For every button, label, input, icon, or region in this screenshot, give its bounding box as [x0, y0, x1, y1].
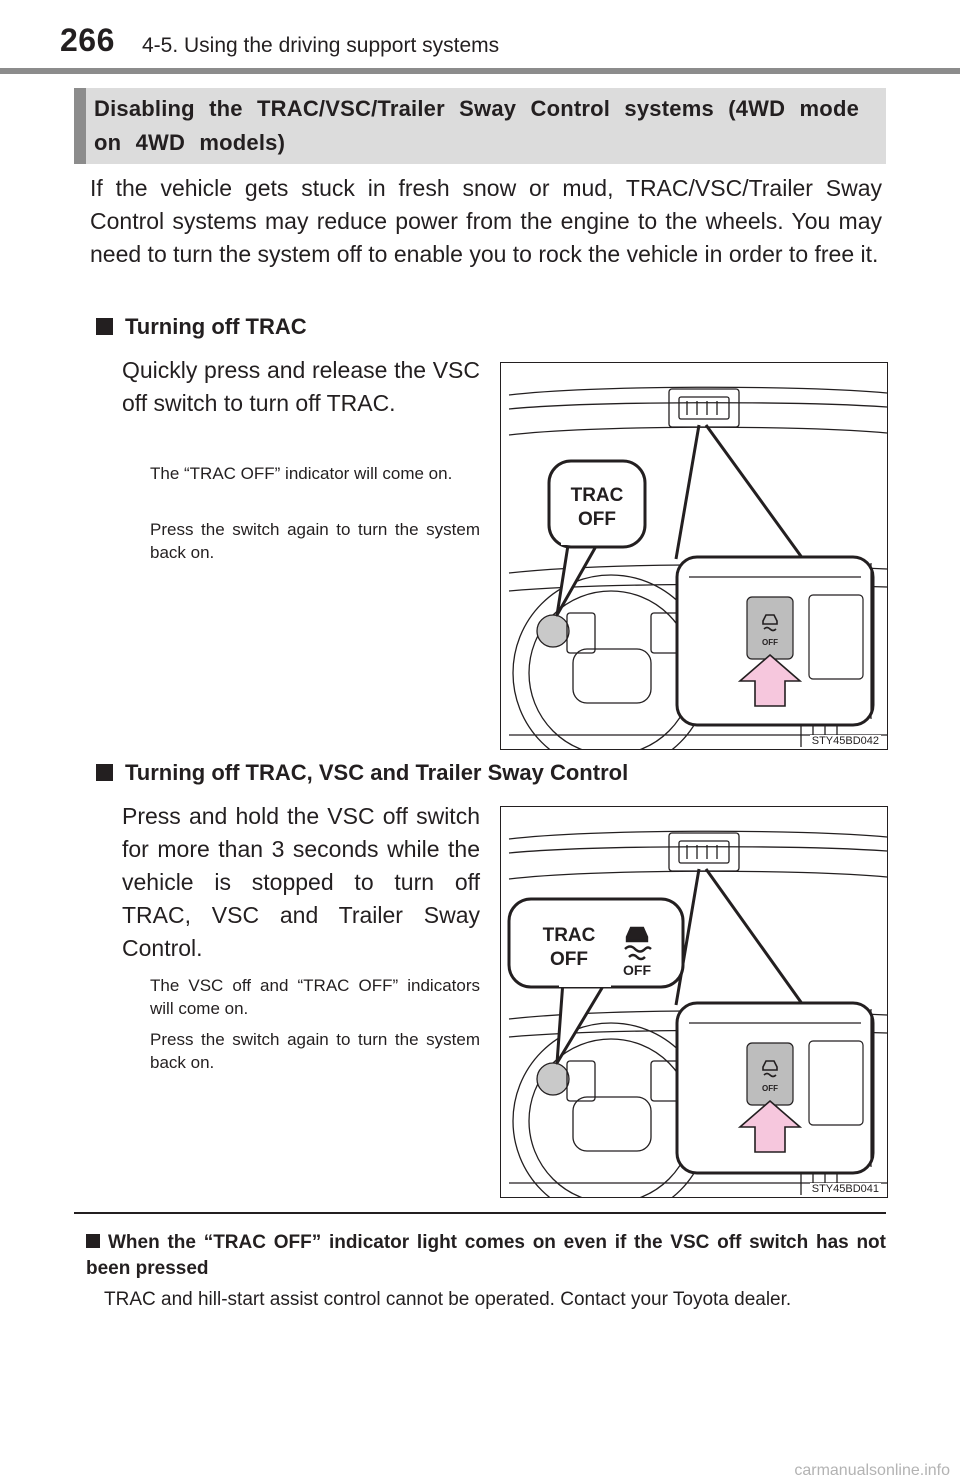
section-heading-trac-off: Turning off TRAC [96, 314, 307, 340]
press-arrow-icon [737, 653, 803, 707]
switch-off-label: OFF [762, 638, 778, 647]
figure-code: STY45BD042 [809, 735, 881, 747]
section-title: 4-5. Using the driving support systems [142, 34, 500, 57]
press-arrow-icon [737, 1099, 803, 1153]
callout-pointer [555, 979, 607, 1065]
section-heading-text: Turning off TRAC, VSC and Trailer Sway C… [125, 760, 629, 785]
vsc-off-icon [762, 1060, 778, 1078]
section-heading-text: Turning off TRAC [125, 314, 307, 339]
figure-code: STY45BD041 [809, 1183, 881, 1195]
indicator-callout [507, 897, 685, 989]
vsc-off-icon [762, 614, 778, 632]
footnote-rule [74, 1212, 886, 1214]
page-header: 266 4-5. Using the driving support syste… [0, 0, 960, 76]
note-turn-back-on: Press the switch again to turn the syste… [150, 1030, 480, 1072]
indicator-callout [547, 459, 647, 549]
figure-trac-vsc-off: OFF TRAC OFF OFF STY45BD041 [500, 806, 888, 1198]
note-indicators: The VSC off and “TRAC OFF” indicators wi… [150, 976, 480, 1018]
callout-icon-off-label: OFF [623, 962, 651, 978]
topic-title-box: Disabling the TRAC/VSC/Trailer Sway Cont… [74, 88, 886, 164]
footnote-heading-text: When the “TRAC OFF” indicator light come… [86, 1232, 886, 1279]
bullet-square-icon [96, 764, 113, 781]
page-number: 266 [60, 22, 115, 58]
bullet-square-icon [96, 318, 113, 335]
footnote-body: TRAC and hill-start assist control canno… [104, 1289, 792, 1310]
switch-off-label: OFF [762, 1084, 778, 1093]
callout-text-off: OFF [550, 949, 588, 970]
intro-paragraph: If the vehicle gets stuck in fresh snow … [90, 175, 882, 267]
bullet-square-icon [86, 1234, 100, 1248]
section-heading-trac-vsc-off: Turning off TRAC, VSC and Trailer Sway C… [96, 760, 628, 786]
instruction-trac-off: Quickly press and release the VSC off sw… [122, 357, 480, 416]
dashboard-illustration: OFF TRAC OFF [508, 386, 887, 749]
instruction-trac-vsc-off: Press and hold the VSC off switch for mo… [122, 803, 480, 961]
callout-text-trac: TRAC [543, 925, 596, 946]
topic-title: Disabling the TRAC/VSC/Trailer Sway Cont… [94, 96, 860, 155]
note-indicator: The “TRAC OFF” indicator will come on. [150, 464, 453, 483]
callout-text-off: OFF [578, 509, 616, 530]
vsc-off-icon [624, 926, 652, 961]
title-accent-bar [74, 88, 86, 164]
callout-text-trac: TRAC [571, 485, 624, 506]
figure-trac-off: OFF TRAC OFF STY45BD042 [500, 362, 888, 750]
note-turn-back-on: Press the switch again to turn the syste… [150, 520, 480, 562]
watermark: carmanualsonline.info [794, 1462, 950, 1479]
header-rule [0, 68, 960, 74]
footnote-heading: When the “TRAC OFF” indicator light come… [86, 1230, 886, 1282]
dashboard-illustration: OFF TRAC OFF OFF [507, 830, 887, 1197]
